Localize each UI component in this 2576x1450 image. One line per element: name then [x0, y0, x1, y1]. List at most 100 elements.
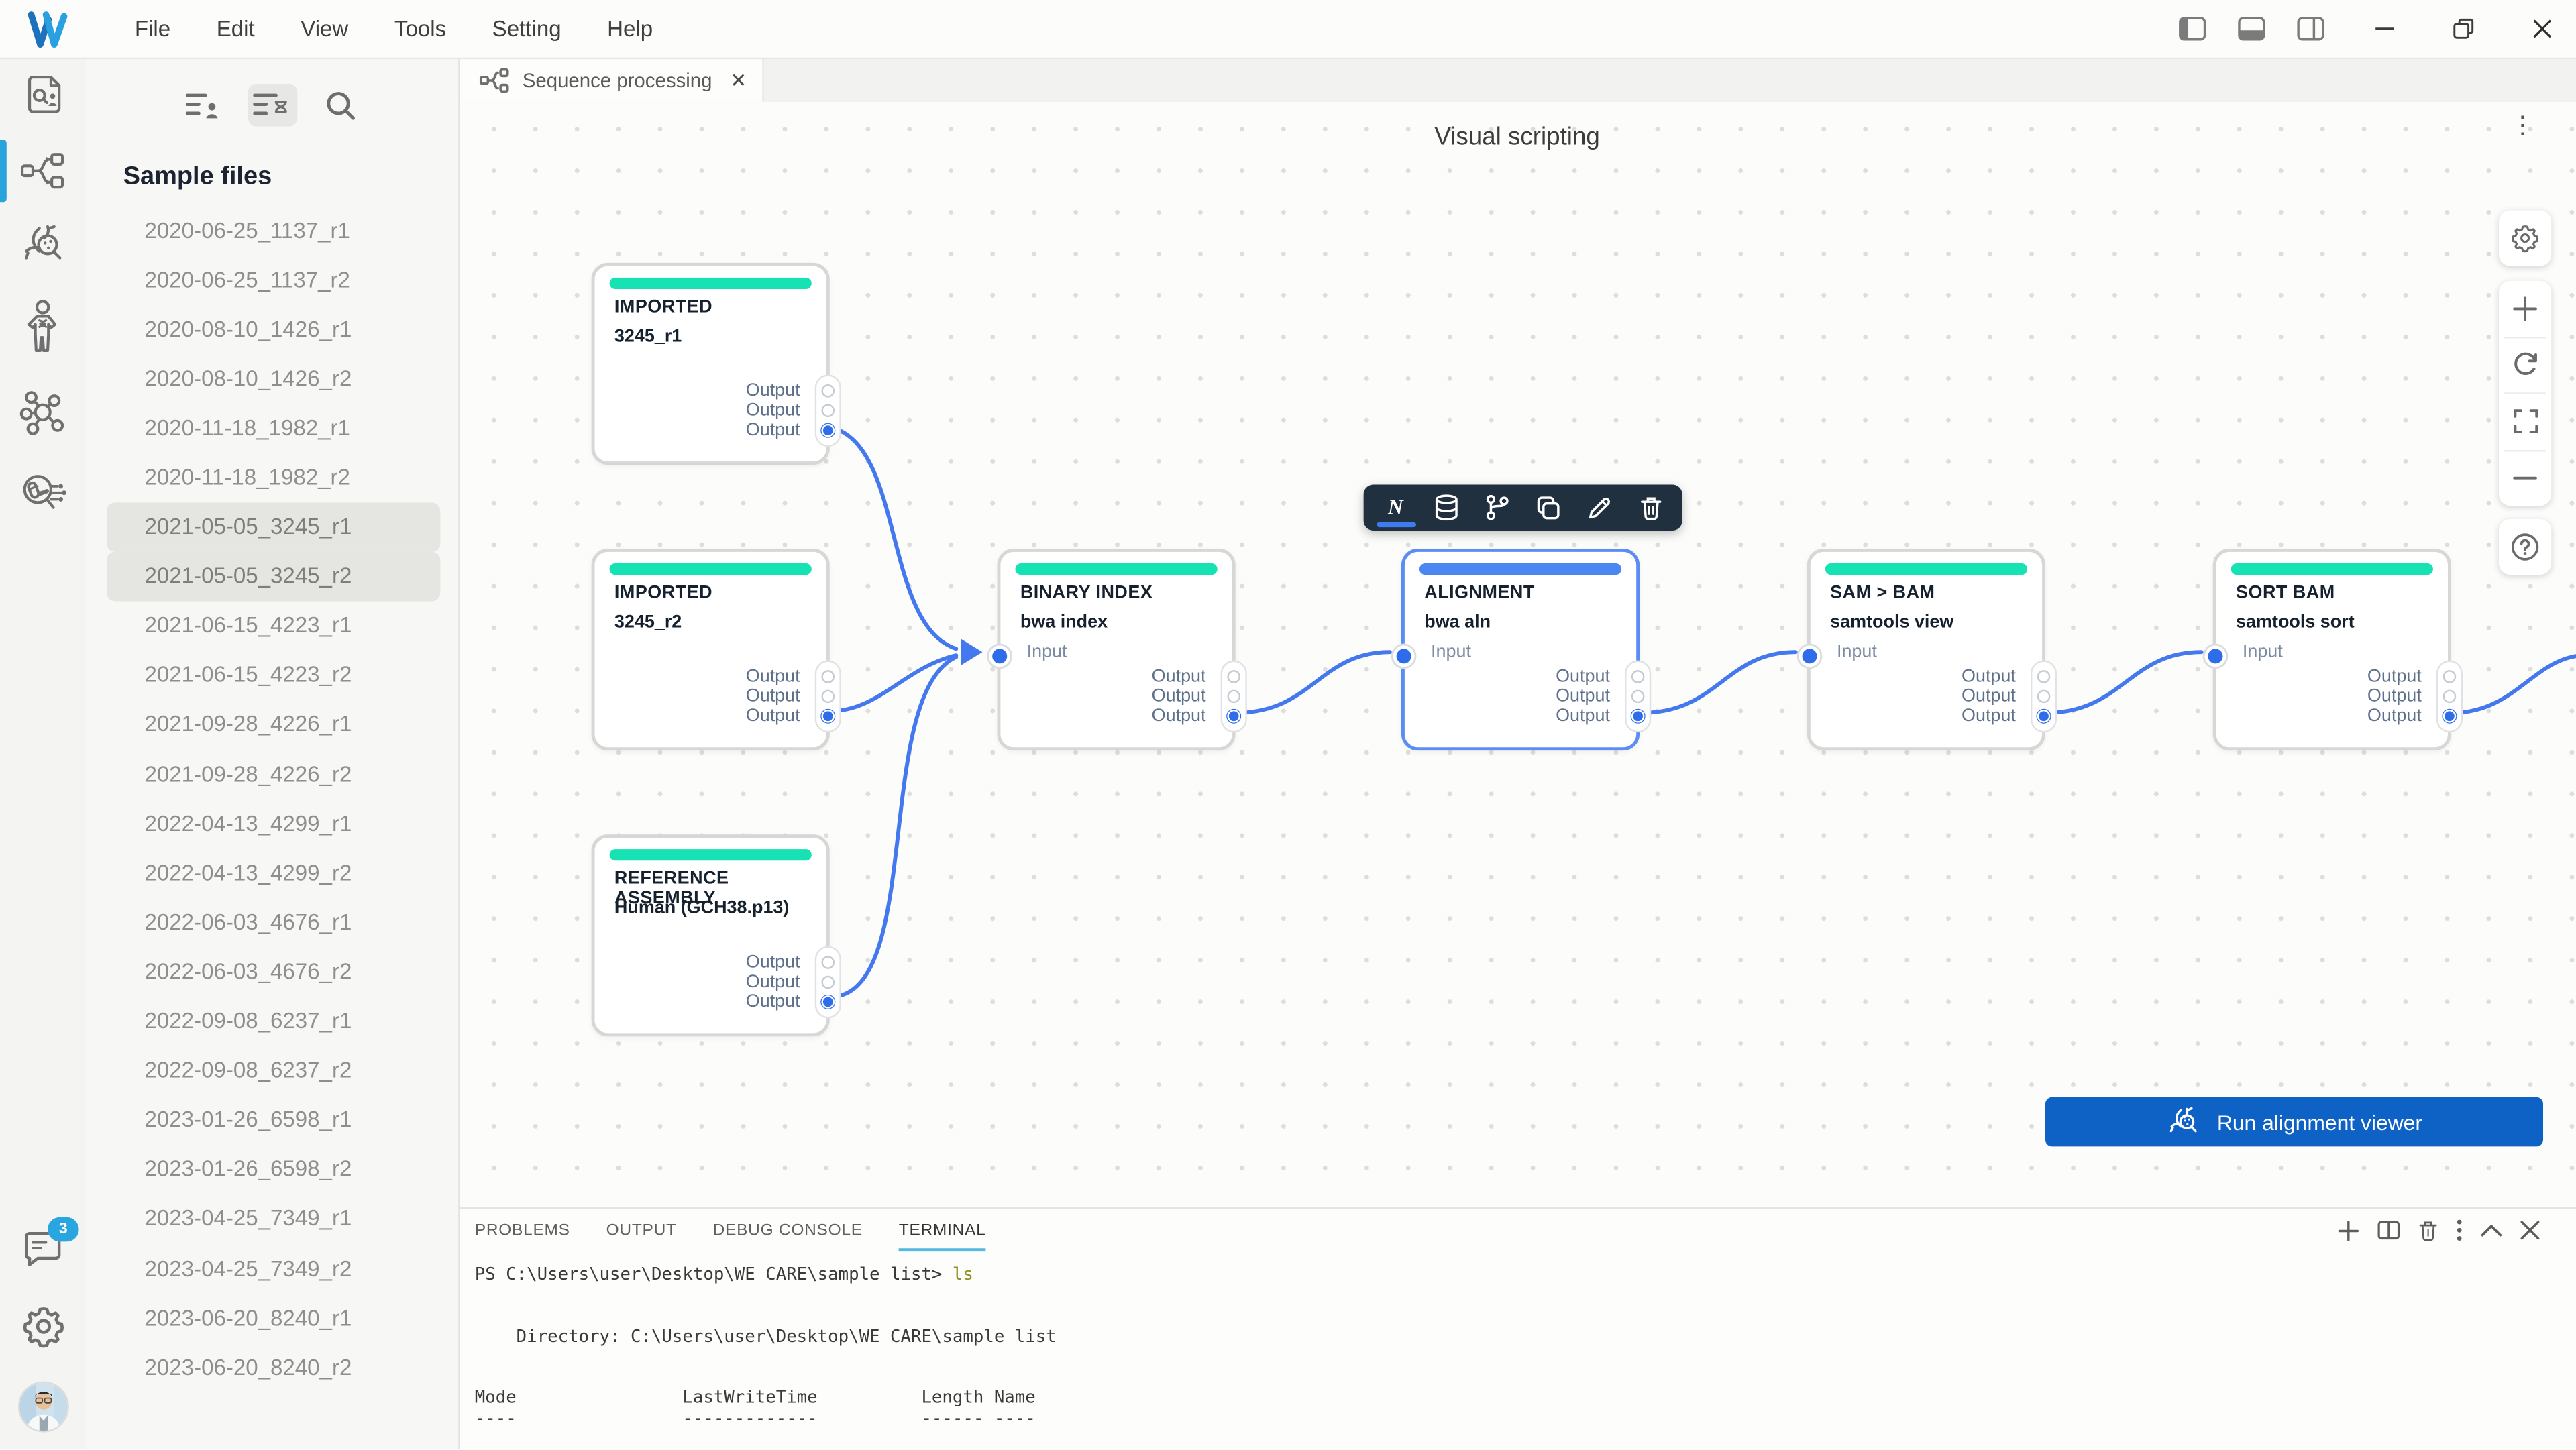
- split-terminal-icon[interactable]: [2377, 1221, 2400, 1240]
- output-port[interactable]: [820, 975, 835, 989]
- maximize-panel-icon[interactable]: [2481, 1223, 2502, 1237]
- output-port[interactable]: [1631, 689, 1644, 704]
- sample-file-item[interactable]: 2022-09-08_6237_r2: [144, 1058, 352, 1083]
- output-port[interactable]: [2036, 689, 2050, 704]
- output-port-connected[interactable]: [1631, 709, 1644, 723]
- sample-file-item[interactable]: 2021-06-15_4223_r2: [144, 662, 352, 687]
- sort-by-patient-button[interactable]: [178, 84, 227, 127]
- output-port-connected[interactable]: [1226, 709, 1240, 723]
- rename-node-tool[interactable]: N: [1375, 488, 1417, 528]
- output-port[interactable]: [1226, 689, 1240, 704]
- input-port-connected[interactable]: [2204, 645, 2226, 667]
- sample-file-item[interactable]: 2020-08-10_1426_r2: [144, 366, 352, 391]
- sample-file-item[interactable]: 2021-09-28_4226_r2: [144, 761, 352, 787]
- output-port[interactable]: [1226, 670, 1240, 683]
- node-binary-index[interactable]: BINARY INDEX bwa index Input Output Outp…: [989, 548, 1247, 751]
- output-port-connected[interactable]: [2036, 709, 2050, 723]
- sidebar-item-messages[interactable]: 3: [0, 1212, 85, 1288]
- node-alignment[interactable]: ALIGNMENT bwa aln Input Output Output Ou…: [1393, 548, 1652, 751]
- node-imported-3245-r2[interactable]: IMPORTED 3245_r2 Output Output Output: [591, 548, 841, 751]
- sample-file-item[interactable]: 2023-06-20_8240_r1: [144, 1304, 352, 1330]
- sample-file-item[interactable]: 2020-06-25_1137_r2: [144, 267, 350, 292]
- sidebar-item-sequence-search[interactable]: [0, 209, 85, 284]
- node-sam-to-bam[interactable]: SAM > BAM samtools view Input Output Out…: [1799, 548, 2057, 751]
- fit-view-button[interactable]: [2499, 394, 2551, 449]
- output-port[interactable]: [2442, 689, 2456, 704]
- run-alignment-viewer-button[interactable]: Run alignment viewer: [2045, 1097, 2544, 1147]
- sort-by-sample-button[interactable]: [247, 83, 297, 127]
- sample-file-item[interactable]: 2022-06-03_4676_r1: [144, 909, 352, 935]
- zoom-out-button[interactable]: [2499, 451, 2551, 506]
- menu-item[interactable]: Edit: [216, 15, 255, 41]
- database-tool[interactable]: [1425, 488, 1468, 527]
- menu-item[interactable]: Setting: [492, 15, 561, 41]
- sidebar-item-network-analysis[interactable]: [0, 370, 85, 455]
- terminal-tab[interactable]: OUTPUT: [606, 1222, 677, 1240]
- visual-scripting-canvas[interactable]: Visual scripting ⋮ IMPORTED 3245_r1: [458, 101, 2576, 1208]
- tab-close-icon[interactable]: ✕: [730, 68, 747, 91]
- more-actions-icon[interactable]: [2456, 1219, 2463, 1241]
- sidebar-item-patient-genomics[interactable]: [0, 284, 85, 370]
- toggle-left-panel-icon[interactable]: [2167, 4, 2216, 53]
- sidebar-item-sample-browser[interactable]: [0, 58, 85, 133]
- delete-tool[interactable]: [1629, 488, 1672, 527]
- input-port-connected[interactable]: [989, 645, 1011, 667]
- output-port-connected[interactable]: [820, 423, 835, 437]
- output-port-connected[interactable]: [2442, 709, 2456, 723]
- sample-file-item[interactable]: 2023-01-26_6598_r2: [144, 1156, 352, 1182]
- node-imported-3245-r1[interactable]: IMPORTED 3245_r1 Output Output Output: [591, 262, 841, 465]
- new-terminal-icon[interactable]: [2338, 1219, 2359, 1241]
- sample-file-item[interactable]: 2021-06-15_4223_r1: [144, 613, 352, 638]
- terminal-tab[interactable]: DEBUG CONSOLE: [712, 1222, 863, 1240]
- kill-terminal-icon[interactable]: [2418, 1219, 2438, 1241]
- output-port[interactable]: [820, 956, 835, 969]
- output-port[interactable]: [820, 384, 835, 398]
- input-port-connected[interactable]: [1393, 645, 1415, 667]
- node-reference-assembly[interactable]: REFERENCE ASSEMBLY Human (GCH38.p13) Out…: [591, 834, 841, 1037]
- zoom-in-button[interactable]: [2499, 281, 2551, 336]
- sample-file-item[interactable]: 2022-04-13_4299_r2: [144, 860, 352, 885]
- edit-tool[interactable]: [1578, 488, 1621, 527]
- sample-file-item[interactable]: 2021-05-05_3245_r2: [107, 551, 441, 601]
- tab-sequence-processing[interactable]: Sequence processing ✕: [458, 57, 765, 102]
- sample-file-item[interactable]: 2021-09-28_4226_r1: [144, 712, 352, 737]
- sample-file-item[interactable]: 2020-08-10_1426_r1: [144, 317, 352, 341]
- help-button[interactable]: [2498, 518, 2552, 574]
- menu-item[interactable]: Help: [607, 15, 653, 41]
- toggle-bottom-panel-icon[interactable]: [2226, 4, 2275, 53]
- sidebar-item-settings[interactable]: [0, 1288, 85, 1363]
- toggle-right-panel-icon[interactable]: [2286, 4, 2334, 53]
- menu-item[interactable]: File: [134, 15, 171, 41]
- node-sort-bam[interactable]: SORT BAM samtools sort Input Output Outp…: [2204, 548, 2463, 751]
- sample-file-item[interactable]: 2023-06-20_8240_r2: [144, 1354, 352, 1380]
- terminal-tab[interactable]: TERMINAL: [898, 1222, 986, 1252]
- sample-file-item[interactable]: 2023-04-25_7349_r2: [144, 1256, 352, 1281]
- branch-tool[interactable]: [1476, 488, 1519, 527]
- input-port-connected[interactable]: [1799, 645, 1821, 667]
- reset-view-button[interactable]: [2499, 337, 2551, 392]
- restore-button[interactable]: [2428, 1, 2498, 56]
- search-files-button[interactable]: [316, 84, 365, 127]
- sidebar-item-visual-scripting[interactable]: [0, 133, 85, 209]
- sample-file-item[interactable]: 2022-09-08_6237_r1: [144, 1008, 352, 1034]
- output-port-connected[interactable]: [820, 709, 835, 723]
- sample-file-item[interactable]: 2023-04-25_7349_r1: [144, 1206, 352, 1231]
- output-port[interactable]: [820, 670, 835, 683]
- canvas-settings-button[interactable]: [2498, 210, 2552, 266]
- sample-file-item[interactable]: 2022-06-03_4676_r2: [144, 959, 352, 984]
- sample-file-item[interactable]: 2022-04-13_4299_r1: [144, 810, 352, 836]
- menu-item[interactable]: View: [301, 15, 349, 41]
- output-port[interactable]: [820, 404, 835, 418]
- terminal-output[interactable]: PS C:\Users\user\Desktop\WE CARE\sample …: [475, 1265, 2576, 1429]
- sample-file-item[interactable]: 2021-05-05_3245_r1: [107, 502, 441, 552]
- close-panel-icon[interactable]: [2520, 1221, 2540, 1240]
- sample-file-item[interactable]: 2020-11-18_1982_r2: [144, 465, 350, 490]
- sidebar-item-drug-discovery[interactable]: [0, 455, 85, 531]
- duplicate-tool[interactable]: [1527, 488, 1570, 527]
- minimize-button[interactable]: [2349, 1, 2418, 56]
- sample-file-item[interactable]: 2020-11-18_1982_r1: [144, 415, 350, 441]
- sample-file-item[interactable]: 2023-01-26_6598_r1: [144, 1107, 352, 1132]
- user-avatar[interactable]: [0, 1363, 85, 1449]
- output-port[interactable]: [1631, 670, 1644, 683]
- close-window-button[interactable]: [2507, 1, 2576, 56]
